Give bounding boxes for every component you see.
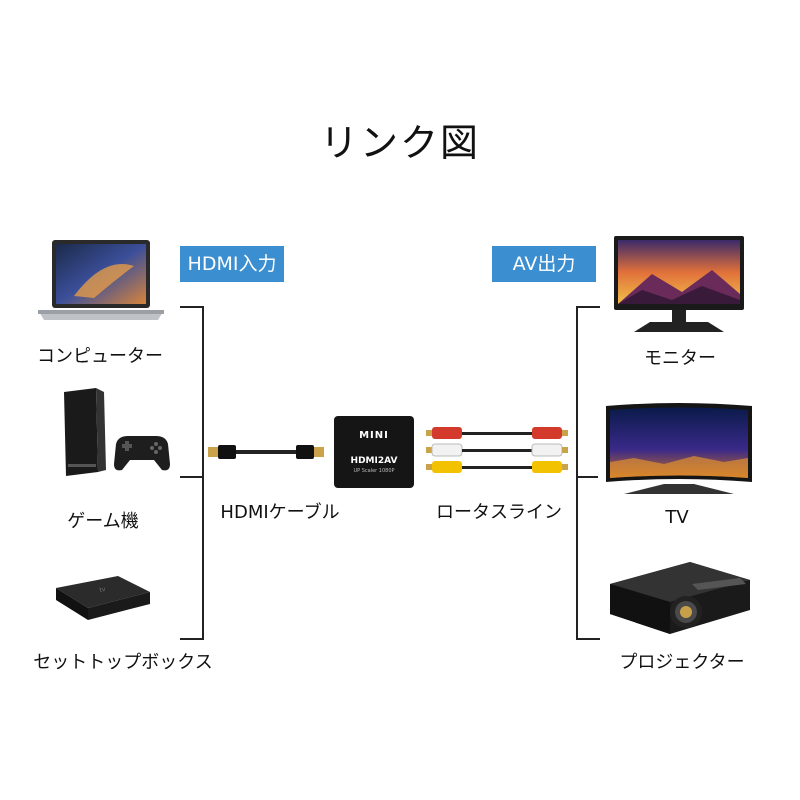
monitor-label: モニター (644, 348, 716, 369)
laptop-icon (34, 236, 168, 326)
monitor-icon (612, 234, 746, 338)
hdmi2av-converter: MINI HDMI2AV UP Scaler 1080P (334, 416, 414, 488)
right-bracket (576, 306, 600, 640)
hdmi-input-badge: HDMI入力 (180, 246, 284, 282)
projector-icon (600, 554, 756, 642)
tv-label: TV (665, 507, 689, 528)
converter-sub: UP Scaler 1080P (353, 468, 395, 474)
rca-cable-label: ロータスライン (436, 502, 562, 523)
left-bracket (180, 306, 204, 640)
converter-name: HDMI2AV (350, 456, 398, 466)
svg-text:tv: tv (99, 586, 107, 594)
av-output-badge: AV出力 (492, 246, 596, 282)
right-bracket-mid (576, 476, 598, 478)
page-title: リンク図 (319, 121, 480, 165)
computer-label: コンピューター (37, 346, 163, 367)
hdmi-cable-icon (204, 438, 328, 466)
left-bracket-mid (180, 476, 202, 478)
game-console-label: ゲーム機 (67, 511, 139, 532)
projector-label: プロジェクター (619, 652, 745, 673)
tv-icon (604, 402, 754, 496)
rca-cable-icon (424, 420, 570, 480)
set-top-box-icon: tv (48, 570, 154, 630)
converter-top-text: MINI (359, 430, 389, 441)
game-console-icon (52, 386, 172, 480)
set-top-box-label: セットトップボックス (33, 652, 213, 673)
hdmi-cable-label: HDMIケーブル (220, 502, 340, 523)
